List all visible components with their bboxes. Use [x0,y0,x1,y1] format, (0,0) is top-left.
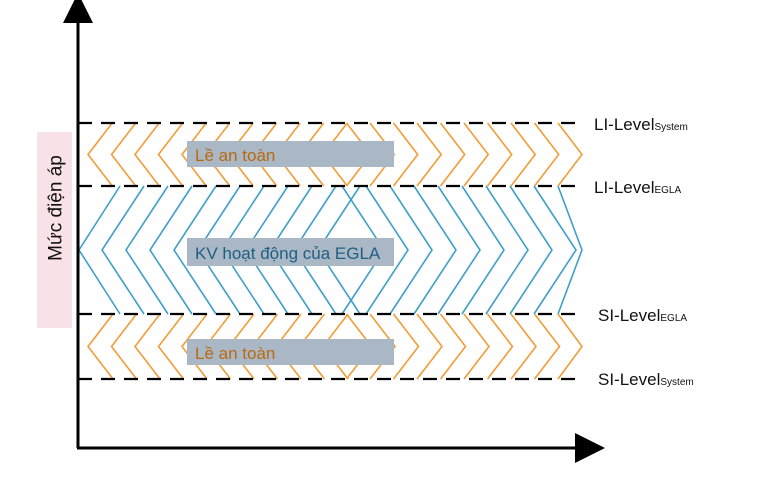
safety-zone-lower-label-box [187,339,394,365]
safety-zone-lower-label: Lề an toàn [195,344,275,363]
hatch-chevron [509,185,553,315]
hatch-chevron [86,122,113,187]
hatch-chevron [133,313,161,380]
hatch-chevron [439,122,466,187]
level-label-li-egla-sub: EGLA [654,185,681,196]
safety-zone-upper-label-box [187,141,394,167]
level-label-si-system-main: SI-Level [598,370,660,389]
level-label-si-egla-sub: EGLA [660,313,687,324]
hatch-chevron [110,122,137,187]
hatch-chevron [533,122,560,187]
hatch-chevron [180,313,208,380]
hatch-chevron [125,185,169,315]
hatch-chevron [392,122,419,187]
level-label-li-egla-main: LI-Level [594,178,654,197]
hatch-chevron [485,185,529,315]
hatch-chevron [369,313,397,380]
safety-zone-upper-label: Lề an toàn [195,146,275,165]
hatch-chevron [486,313,514,380]
hatch-chevron [180,122,207,187]
level-label-si-egla-main: SI-Level [598,306,660,325]
operating-zone-label: KV hoạt động của EGLA [195,244,381,263]
hatch-chevron [557,313,583,380]
hatch-chevron [78,185,121,315]
hatch-chevron [416,313,444,380]
hatch-chevron [101,185,145,315]
hatch-chevron [365,185,409,315]
y-axis-label: Mức điện áp [46,155,67,261]
hatch-chevron [463,122,490,187]
hatch-chevron [157,313,185,380]
hatch-chevron [392,313,420,380]
hatch-chevron [533,185,577,315]
hatch-chevron [486,122,513,187]
operating-zone-label-box [187,238,394,266]
hatch-chevron [557,185,583,315]
hatch-chevron [510,313,538,380]
hatch-chevron [437,185,481,315]
hatch-chevron [463,313,491,380]
level-label-li-egla: LI-LevelEGLA [594,178,681,197]
hatch-chevron [149,185,193,315]
hatch-chevron [533,313,561,380]
hatch-chevron [86,313,114,380]
level-label-li-system-main: LI-Level [594,115,654,134]
hatch-chevron [173,185,217,315]
hatch-chevron [110,313,138,380]
hatch-chevron [461,185,505,315]
level-label-si-system-sub: System [660,377,693,388]
hatch-chevron [133,122,160,187]
y-axis-label-background [37,132,72,328]
hatch-chevron [389,185,433,315]
level-label-si-system: SI-LevelSystem [598,370,694,389]
hatch-chevron [557,122,584,187]
hatch-chevron [369,122,396,187]
level-label-si-egla: SI-LevelEGLA [598,306,687,325]
hatch-chevron [413,185,457,315]
hatch-chevron [439,313,467,380]
level-label-li-system: LI-LevelSystem [594,115,688,134]
hatch-chevron [510,122,537,187]
hatch-chevron [416,122,443,187]
hatch-chevron [157,122,184,187]
level-label-li-system-sub: System [654,122,687,133]
